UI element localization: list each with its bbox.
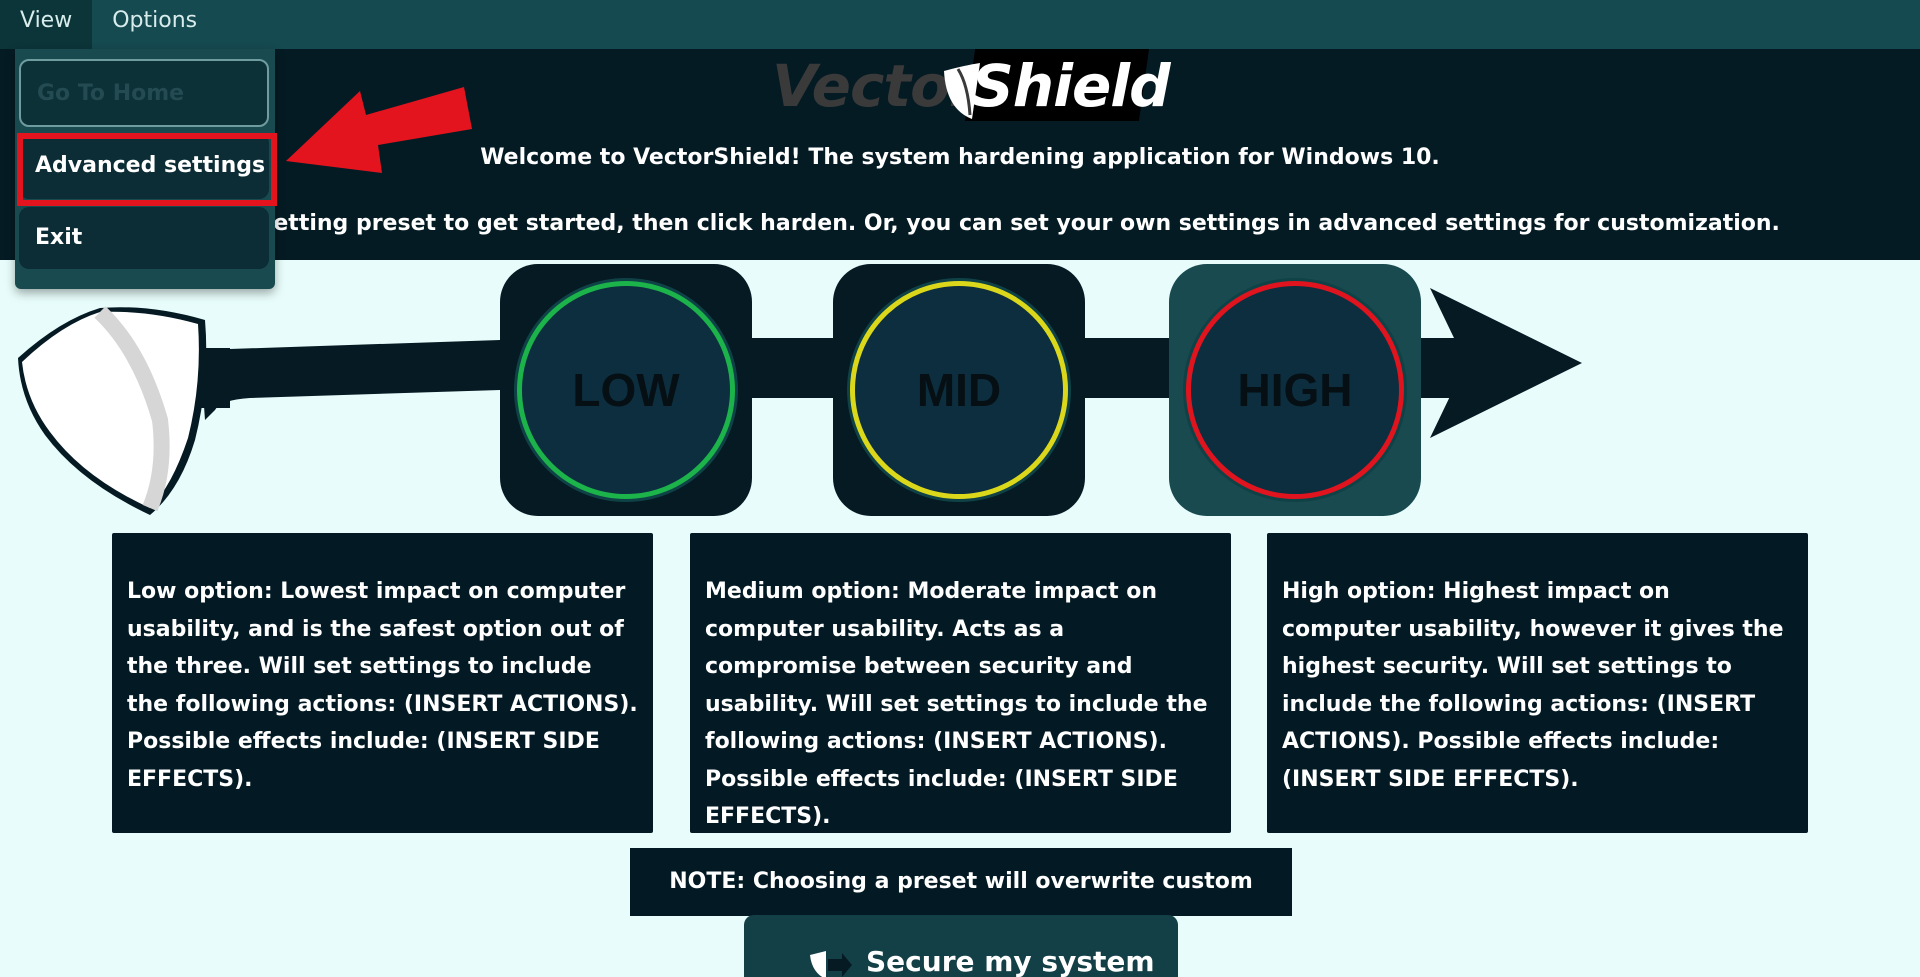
welcome-text: Welcome to VectorShield! The system hard… [480, 145, 1440, 170]
track-line-mid-high [1085, 338, 1171, 398]
preset-mid-button[interactable]: MID [833, 264, 1085, 516]
secure-system-button[interactable]: Secure my system [744, 915, 1178, 977]
vectorshield-logo: Vector Shield [772, 49, 1171, 121]
preset-note: NOTE: Choosing a preset will overwrite c… [630, 848, 1292, 962]
preset-track-graphic [18, 288, 1582, 515]
menu-item-exit[interactable]: Exit [19, 207, 269, 269]
logo-text-shield: Shield [972, 52, 1171, 120]
preset-low-label: LOW [572, 364, 680, 416]
mid-ring-icon: MID [850, 281, 1068, 499]
view-dropdown-menu: Go To Home Advanced settings Exit [15, 49, 275, 289]
track-line-start [200, 340, 500, 420]
header-banner: Vector Shield Welcome to VectorShield! T… [0, 49, 1920, 260]
shield-graphic-icon [18, 306, 207, 515]
high-ring-icon: HIGH [1186, 281, 1404, 499]
mid-description: Medium option: Moderate impact on comput… [690, 533, 1231, 833]
menu-bar: View Options [0, 0, 1920, 49]
annotation-arrow-icon [286, 87, 472, 173]
menu-item-advanced-settings[interactable]: Advanced settings [19, 133, 269, 199]
high-description: High option: Highest impact on computer … [1267, 533, 1808, 833]
track-line-low-mid [752, 338, 834, 398]
preset-mid-label: MID [916, 364, 1002, 416]
preset-high-label: HIGH [1237, 364, 1353, 416]
logo-text-vector: Vector [772, 52, 978, 120]
preset-high-button[interactable]: HIGH [1169, 264, 1421, 516]
logo-shield-icon [944, 63, 980, 119]
menu-view[interactable]: View [0, 0, 93, 49]
low-description: Low option: Lowest impact on computer us… [112, 533, 653, 833]
low-ring-icon: LOW [517, 281, 735, 499]
track-arrow-icon [1430, 288, 1582, 438]
secure-system-label: Secure my system [866, 945, 1155, 977]
menu-item-go-to-home[interactable]: Go To Home [19, 59, 269, 127]
instructions-text: Choose a setting preset to get started, … [140, 211, 1780, 236]
preset-low-button[interactable]: LOW [500, 264, 752, 516]
shield-arrow-icon [810, 951, 852, 977]
menu-options[interactable]: Options [112, 8, 198, 33]
